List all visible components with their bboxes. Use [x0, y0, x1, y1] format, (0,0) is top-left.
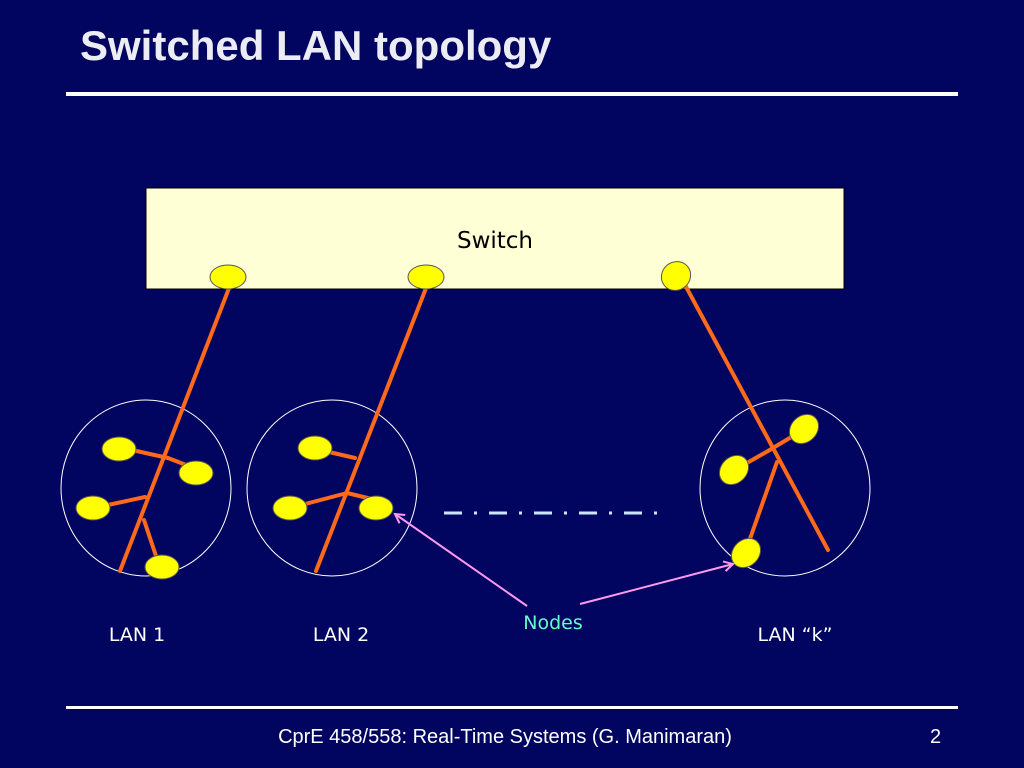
- lan-2-boundary: [246, 399, 418, 577]
- footer-text: CprE 458/558: Real-Time Systems (G. Mani…: [278, 726, 732, 748]
- lan-1-links: [92, 281, 233, 573]
- lan-1-node: [144, 554, 180, 580]
- lan-k-label: LAN “k”: [758, 624, 833, 646]
- callout-arrow-lan-k: [579, 564, 733, 605]
- lan-1-label: LAN 1: [109, 624, 165, 646]
- lan-2-node: [297, 435, 333, 461]
- lan-2-label: LAN 2: [313, 624, 369, 646]
- switch-label: Switch: [457, 228, 533, 254]
- lan-k-node: [730, 537, 762, 569]
- slide-title: Switched LAN topology: [80, 22, 552, 69]
- footer-divider: [66, 706, 958, 709]
- lan-k-node: [788, 413, 820, 445]
- lan-1-boundary: [60, 399, 232, 577]
- lan-2-node: [358, 495, 394, 521]
- title-divider: [66, 92, 958, 96]
- switch-port-2: [407, 264, 445, 290]
- switch-box: [145, 187, 845, 290]
- nodes-callout-label: Nodes: [523, 612, 583, 634]
- page-number: 2: [930, 726, 942, 748]
- lan-k-boundary: [699, 399, 871, 577]
- callout-arrow-lan-2: [395, 514, 528, 607]
- lan-1-node: [101, 436, 137, 462]
- lan-2-node: [272, 495, 308, 521]
- switch-port-1: [209, 264, 247, 290]
- switch-port-k: [660, 261, 692, 291]
- lan-1-node: [75, 495, 111, 521]
- lan-1-node: [178, 460, 214, 486]
- lan-k-node: [718, 454, 750, 486]
